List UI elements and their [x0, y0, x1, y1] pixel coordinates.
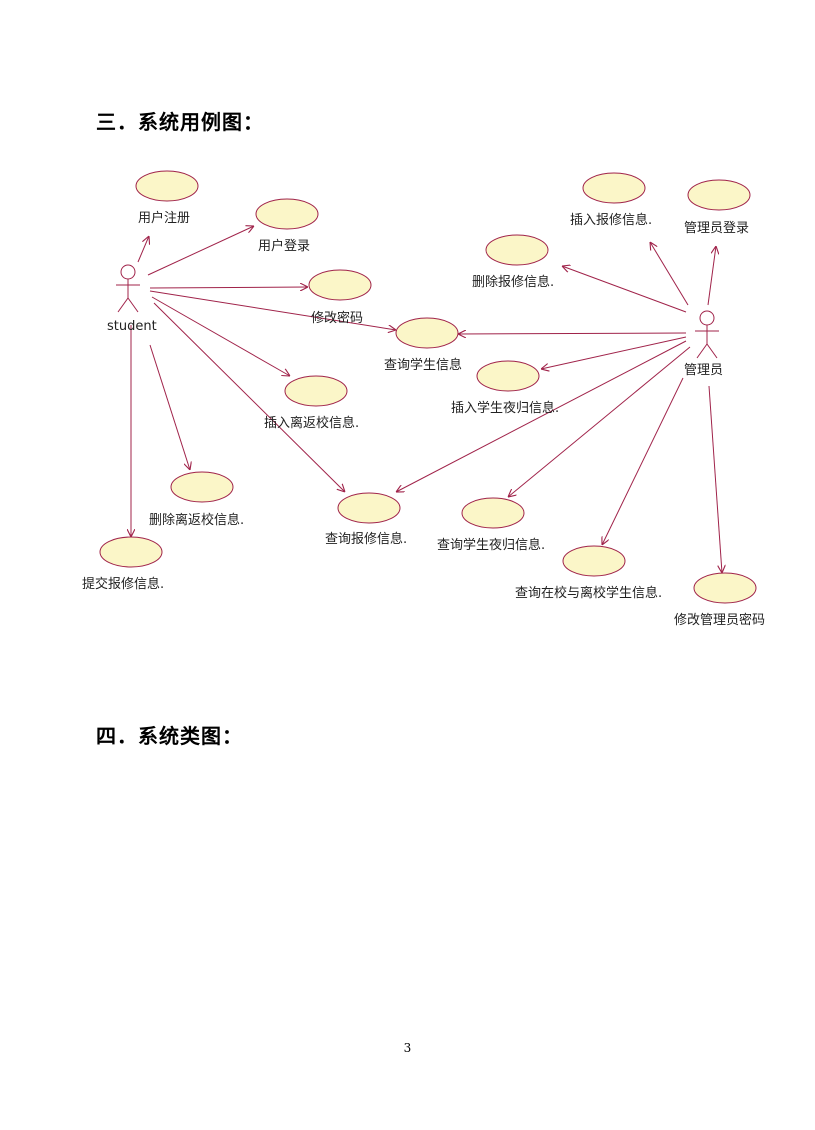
assoc-admin-query-night	[508, 346, 691, 497]
section-4-title: 四．系统类图：	[96, 724, 243, 748]
use-case-query-repair-info-ellipse	[337, 492, 401, 524]
label-insert-night-return: 插入学生夜归信息.	[451, 400, 559, 416]
section-3-title: 三．系统用例图：	[96, 110, 264, 134]
label-query-repair-info: 查询报修信息.	[325, 531, 407, 547]
label-query-night-return: 查询学生夜归信息.	[437, 537, 545, 553]
label-user-register: 用户注册	[138, 210, 190, 226]
label-query-student-info: 查询学生信息	[384, 357, 462, 373]
assoc-student-login	[147, 226, 254, 276]
label-change-admin-password: 修改管理员密码	[674, 612, 765, 628]
assoc-admin-insert-repair	[650, 242, 689, 306]
page-number: 3	[403, 1041, 412, 1055]
label-change-password: 修改密码	[311, 310, 363, 326]
label-admin-login: 管理员登录	[684, 221, 749, 236]
assoc-student-delete-leave	[149, 344, 190, 470]
assoc-student-password	[149, 287, 308, 288]
use-case-insert-night-return-ellipse	[476, 360, 540, 392]
use-case-insert-leave-info-ellipse	[284, 375, 348, 407]
assoc-student-query-info	[149, 290, 396, 330]
actor-admin-label: 管理员	[684, 363, 723, 378]
assoc-admin-change-password	[708, 385, 722, 573]
assoc-admin-query-school	[602, 377, 684, 545]
label-insert-repair-info: 插入报修信息.	[570, 212, 652, 228]
use-case-delete-leave-info-ellipse	[170, 471, 234, 503]
admin-actor-icon	[695, 310, 719, 359]
use-case-insert-repair-info-ellipse	[582, 172, 646, 204]
use-case-delete-repair-info-ellipse	[485, 234, 549, 266]
use-case-user-login-ellipse	[255, 198, 319, 230]
use-case-diagram: student 管理员 用户注册 用户登录 修改密码 查询学生信息 插入离返校信…	[82, 170, 765, 628]
use-case-change-admin-password-ellipse	[693, 572, 757, 604]
use-case-admin-login-ellipse	[687, 179, 751, 211]
use-case-query-school-status-ellipse	[562, 545, 626, 577]
assoc-admin-delete-repair	[562, 266, 687, 313]
assoc-student-insert-leave	[151, 296, 290, 376]
label-insert-leave-info: 插入离返校信息.	[264, 415, 359, 431]
assoc-admin-insert-night	[541, 336, 687, 369]
actor-student-label: student	[107, 319, 157, 334]
label-submit-repair-info: 提交报修信息.	[82, 576, 164, 592]
assoc-student-register	[137, 236, 149, 263]
use-case-query-night-return-ellipse	[461, 497, 525, 529]
use-case-query-student-info-ellipse	[395, 317, 459, 349]
label-delete-repair-info: 删除报修信息.	[472, 274, 554, 290]
assoc-admin-login	[707, 246, 716, 306]
use-case-user-register-ellipse	[135, 170, 199, 202]
student-actor-icon	[116, 264, 140, 313]
label-query-school-status: 查询在校与离校学生信息.	[515, 585, 662, 601]
label-delete-leave-info: 删除离返校信息.	[149, 512, 244, 528]
label-user-login: 用户登录	[258, 238, 310, 254]
use-case-change-password-ellipse	[308, 269, 372, 301]
assoc-admin-query-repair	[396, 340, 687, 492]
assoc-student-query-repair	[153, 302, 345, 492]
assoc-admin-query-info	[458, 333, 687, 334]
use-case-submit-repair-info-ellipse	[99, 536, 163, 568]
